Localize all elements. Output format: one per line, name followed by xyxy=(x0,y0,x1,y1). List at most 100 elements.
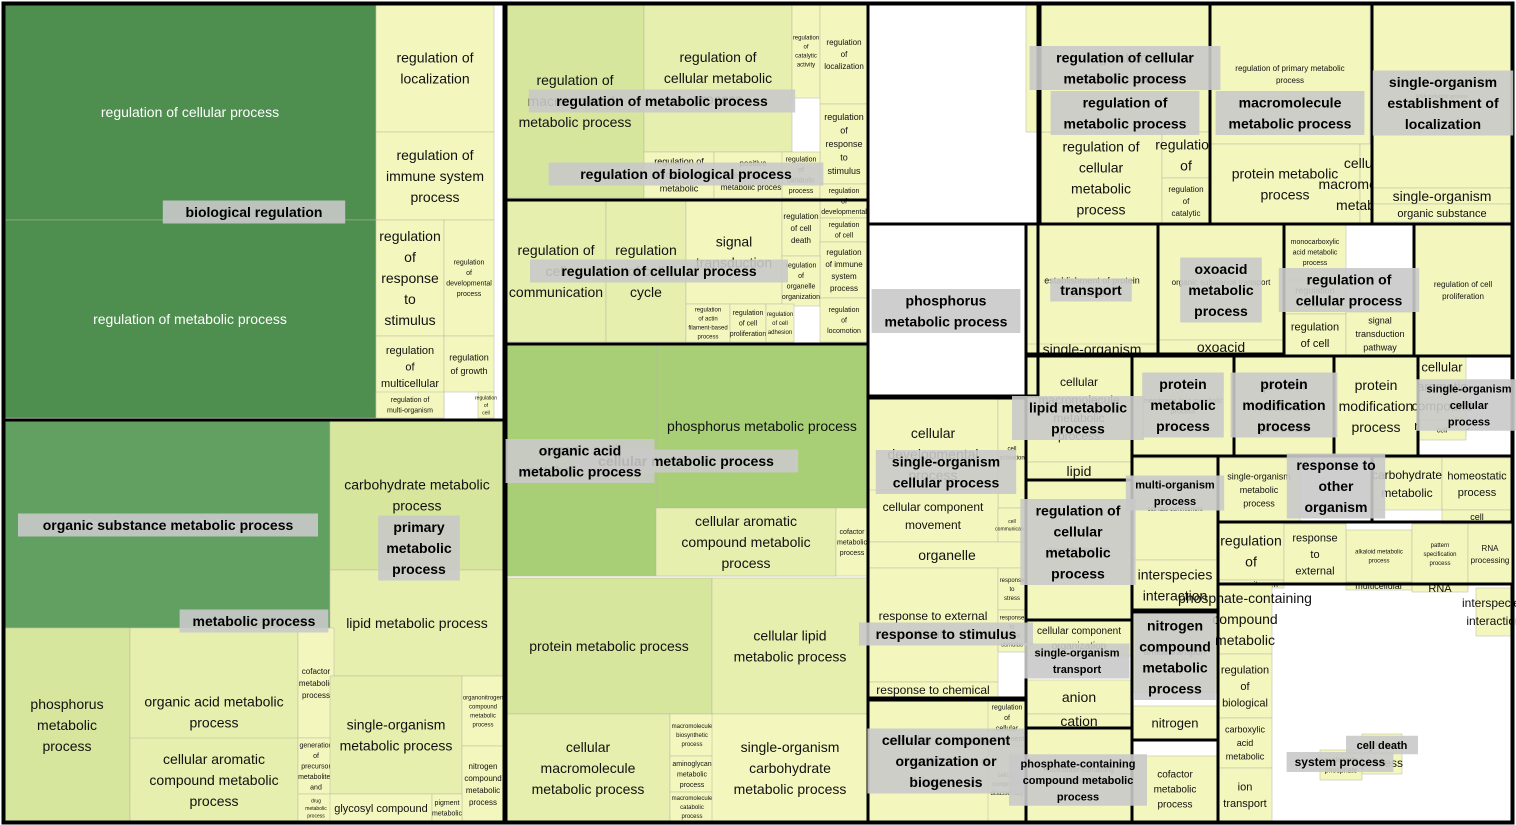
tile-cellular-lipid-metabolic-process xyxy=(711,577,869,715)
tile-macromolecule-catabolic-process xyxy=(669,791,715,823)
tile-regulation-of-developmental-process xyxy=(443,219,495,337)
tile-regulation-of-catalytic-activity xyxy=(1161,177,1211,225)
group-label-bg xyxy=(530,259,788,283)
tile-cellular-macromolecule-metabolic-process xyxy=(505,713,671,823)
tile-regulation-of-cell-communication xyxy=(477,391,495,419)
group-label-bg xyxy=(162,200,346,224)
group-label-bg xyxy=(1142,372,1224,438)
tile-regulation-of-organelle-organization xyxy=(781,255,821,307)
group-label-bg xyxy=(1134,614,1216,700)
tile-label: single-organism xyxy=(1393,188,1492,204)
tile-label: protein metabolic process xyxy=(529,638,689,654)
group-label-bg xyxy=(867,728,1025,794)
tile-ion-transport xyxy=(1217,767,1273,823)
tile-alkaloid-metabolic-process xyxy=(1345,529,1413,583)
tile-regulation-of-cellular-process xyxy=(3,3,377,221)
tile-regulation-of-locomotion xyxy=(819,297,869,343)
tile-regulation-of-immune-system-process xyxy=(375,131,495,221)
tile-regulation-of-biological-quality xyxy=(1217,653,1273,719)
tile-single-organism-metabolic-process xyxy=(329,675,463,795)
tile-cellular-aromatic-compound-metabolic-process xyxy=(129,737,299,823)
tile-label: lipid xyxy=(1067,463,1092,479)
tile-nitrogen-compound-metabolic-process xyxy=(1131,705,1219,741)
tile-label: response to chemical xyxy=(876,683,989,697)
tile-regulation-of-cell-proliferation xyxy=(1413,223,1513,357)
group-label-bg xyxy=(1286,752,1394,772)
group-label-bg xyxy=(1286,453,1386,519)
tile-regulation-of-cell-proliferation xyxy=(729,303,767,343)
tile-macromolecule-biosynthetic-process xyxy=(669,713,715,757)
tile-label: anion xyxy=(1062,689,1096,705)
group-label-bg xyxy=(1024,643,1130,679)
group-label-bg xyxy=(1346,735,1418,755)
group-label-response-to-stimulus: response to stimulus xyxy=(876,626,1017,642)
tile-response-to-external-stimulus xyxy=(1283,523,1347,585)
group-label-bg xyxy=(875,450,1017,494)
group-label-bg xyxy=(1125,475,1225,511)
group-label-bg xyxy=(1012,396,1144,440)
tile-label: multicellular xyxy=(1355,581,1403,591)
tile-regulation-of-localization xyxy=(819,3,869,105)
tile-label: lipid metabolic process xyxy=(346,615,488,631)
tile-pigment-metabolic-process xyxy=(431,793,463,823)
group-label-bg xyxy=(1230,372,1338,438)
tile-label: cell xyxy=(1470,512,1484,522)
group-label-bg xyxy=(18,513,318,537)
tile-interspecies-interaction-between-organisms xyxy=(1475,587,1513,637)
tile-signal-transduction-pathway xyxy=(1345,311,1415,357)
tile-cofactor-metabolic-process xyxy=(835,507,869,577)
tile-interspecies-interaction-between-organisms xyxy=(1131,559,1219,611)
tile-label: organelle xyxy=(918,547,976,563)
tile-regulation-of-response-to-stimulus xyxy=(819,103,869,185)
group-label-metabolic-process: metabolic process xyxy=(193,613,316,629)
tile-rna-processing xyxy=(1467,523,1513,585)
tile-label: regulation of cellular process xyxy=(101,104,279,120)
tile-regulation-of-growth xyxy=(443,335,495,393)
group-label-transport: transport xyxy=(1060,282,1122,298)
group-label-bg xyxy=(179,609,329,633)
tile-regulation-of-cell-death xyxy=(1283,313,1347,357)
